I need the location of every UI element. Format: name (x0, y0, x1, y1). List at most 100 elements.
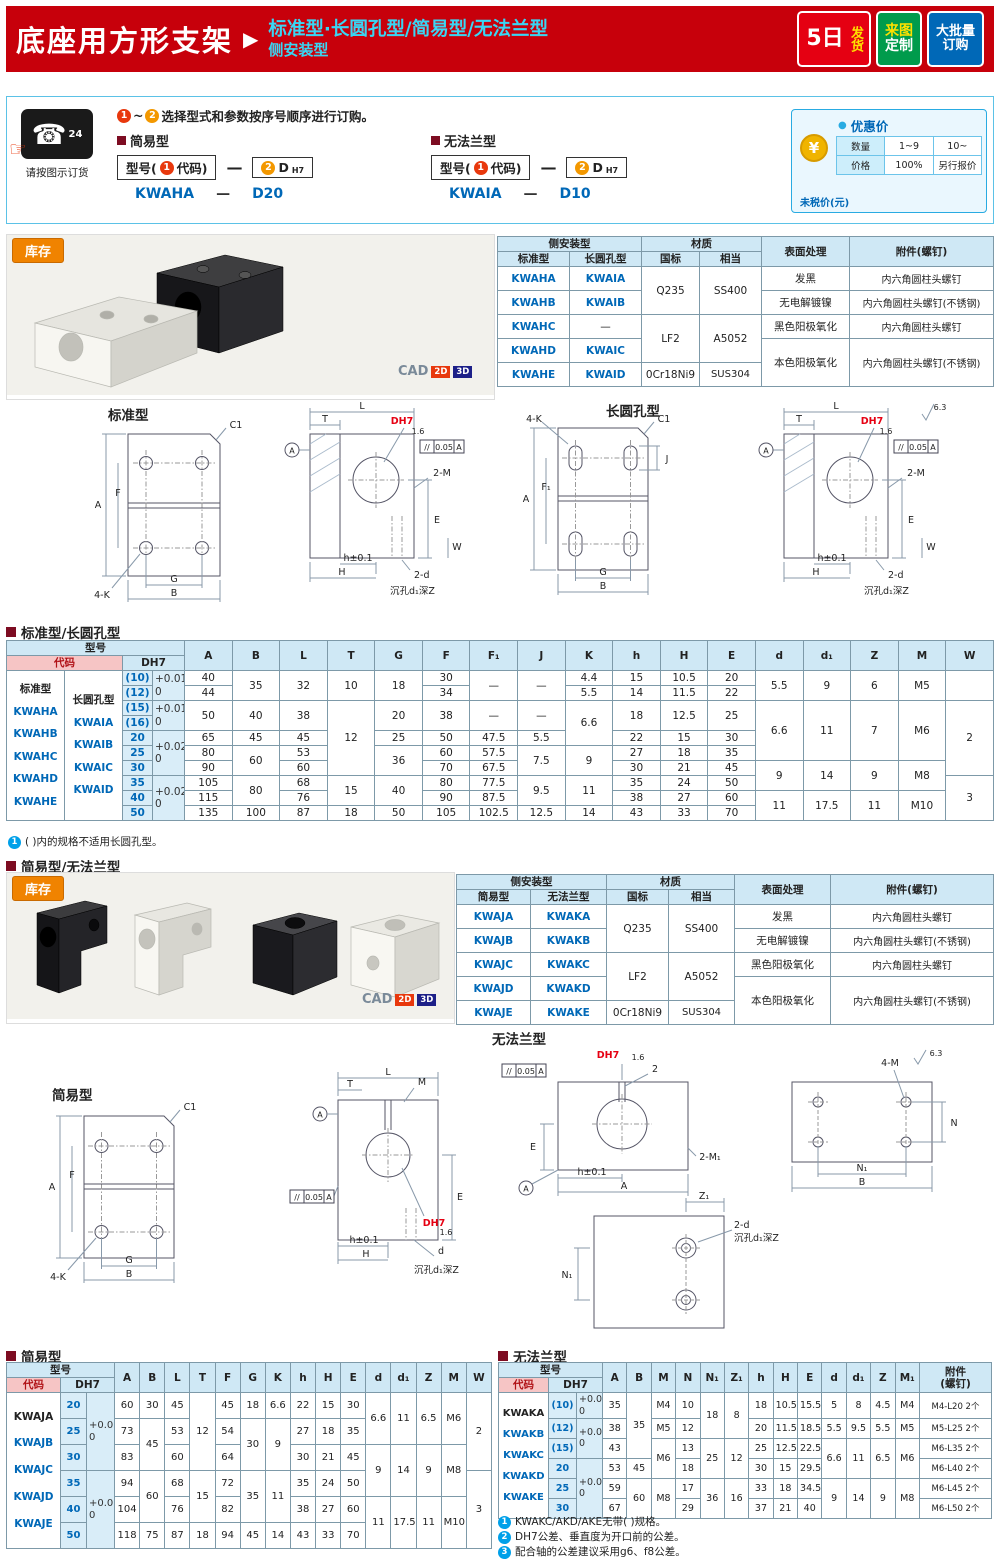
cell: 本色阳极氧化 (761, 338, 850, 388)
cell: (10) (122, 670, 153, 687)
cell: 45 (164, 1392, 191, 1420)
page-subtitle: 标准型·长圆孔型/简易型/无法兰型 侧安装型 (268, 18, 548, 60)
cell: 54 (214, 1418, 241, 1446)
cell: 8 (845, 1392, 872, 1419)
dim-label: DH7 (861, 416, 883, 427)
cell: M8 (440, 1444, 467, 1498)
cell: 135 (184, 805, 233, 822)
dim-label: 0.05 (305, 1193, 323, 1202)
cad-2d-button[interactable]: 2D (431, 365, 451, 378)
cell: 30 (707, 730, 756, 747)
cell: 5.5 (754, 670, 804, 702)
cell: 无电解镀镍 (734, 928, 831, 954)
cell: 9 (564, 745, 614, 777)
cell: M (897, 639, 947, 672)
cell: 35 (289, 1470, 317, 1498)
cell: d₁ (390, 1361, 417, 1394)
cad-3d-button[interactable]: 3D (453, 365, 473, 378)
cell: 50 (184, 700, 233, 732)
cell: 25 (707, 700, 756, 732)
dim-label: B (859, 1177, 866, 1188)
cad-badge: CAD 2D 3D (362, 992, 437, 1007)
cell: 18 (748, 1392, 774, 1419)
cell: 17.5 (390, 1496, 417, 1550)
cell: 115 (184, 790, 233, 807)
dim-label: 沉孔d₁深Z (414, 1265, 459, 1276)
cell: KWAKC (530, 952, 607, 978)
cell: 65 (184, 730, 233, 747)
cell: 11 (264, 1470, 291, 1524)
cell: KWAHC (497, 314, 570, 340)
dim-label: N₁ (562, 1270, 573, 1281)
cad-3d-button[interactable]: 3D (417, 993, 437, 1006)
cell: 标准型 (497, 251, 570, 268)
note-number-icon: 1 (8, 836, 21, 849)
cell: 20 (548, 1457, 577, 1479)
product-photo-standard (7, 235, 494, 395)
dim-label: 2-M₁ (699, 1152, 721, 1163)
cell: 24 (315, 1470, 342, 1498)
cell: 83 (114, 1444, 141, 1472)
cell: d₁ (802, 639, 852, 672)
cell: 3 (945, 775, 994, 822)
cell: T (326, 639, 376, 672)
cell: 6.5 (415, 1392, 442, 1446)
drawing-title-noflange: 无法兰型 (492, 1032, 546, 1048)
dim-label: W (926, 542, 936, 553)
dim-label: 2-d (734, 1220, 750, 1231)
cell: 30 (340, 1392, 367, 1420)
cell: 90 (184, 760, 233, 777)
cell: 21 (659, 760, 709, 777)
cell: (15) (548, 1437, 577, 1459)
cell: 70 (707, 805, 756, 822)
dim-label: C1 (658, 414, 671, 425)
cell: T (189, 1361, 216, 1394)
cad-2d-button[interactable]: 2D (395, 993, 415, 1006)
cell: 14 (612, 685, 661, 702)
cell: 50 (60, 1522, 87, 1550)
cell: 73 (114, 1418, 141, 1446)
dim-label: h±0.1 (577, 1167, 606, 1178)
dim-label: C1 (184, 1102, 197, 1113)
cell: 侧安装型 (456, 873, 607, 891)
cell: DH7 (122, 655, 185, 672)
cell: 数量 (835, 136, 886, 156)
cell: 38 (279, 700, 328, 732)
cell: 0Cr18Ni9 (606, 1000, 669, 1026)
cell: 45 (626, 1457, 652, 1479)
cell: M8 (650, 1477, 677, 1519)
cell: A (602, 1361, 628, 1394)
cell: h (289, 1361, 317, 1394)
cell: K (264, 1361, 291, 1394)
cell: 35 (612, 775, 661, 792)
cell: 6.6 (821, 1437, 847, 1479)
dim-label: h±0.1 (343, 553, 372, 564)
cell: 60 (626, 1477, 652, 1519)
cell: 67 (602, 1497, 628, 1519)
section-square-icon (6, 627, 16, 637)
dim-label: Z₁ (699, 1191, 710, 1202)
drawing-noflange-top: 4-M 6.3 N N₁ B (762, 1042, 967, 1201)
cell: 77.5 (469, 775, 519, 792)
cell: 25 (699, 1437, 725, 1479)
cell: KWAJD (456, 976, 531, 1002)
cell: 6.6 (365, 1392, 392, 1446)
cell: 15 (189, 1470, 216, 1524)
dim-label: E (530, 1142, 536, 1153)
cell: 9 (264, 1418, 291, 1472)
cell: 11 (802, 700, 852, 762)
cell: 无法兰型 (530, 889, 607, 906)
tax-note: 未税价(元) (800, 198, 850, 209)
cell: (15) (122, 700, 153, 717)
cell: 国标 (606, 889, 669, 906)
cell: 118 (114, 1522, 141, 1550)
cell: 40 (60, 1496, 87, 1524)
cell: N (675, 1361, 701, 1394)
cell: M5 (650, 1417, 677, 1439)
cell: 38 (289, 1496, 317, 1524)
